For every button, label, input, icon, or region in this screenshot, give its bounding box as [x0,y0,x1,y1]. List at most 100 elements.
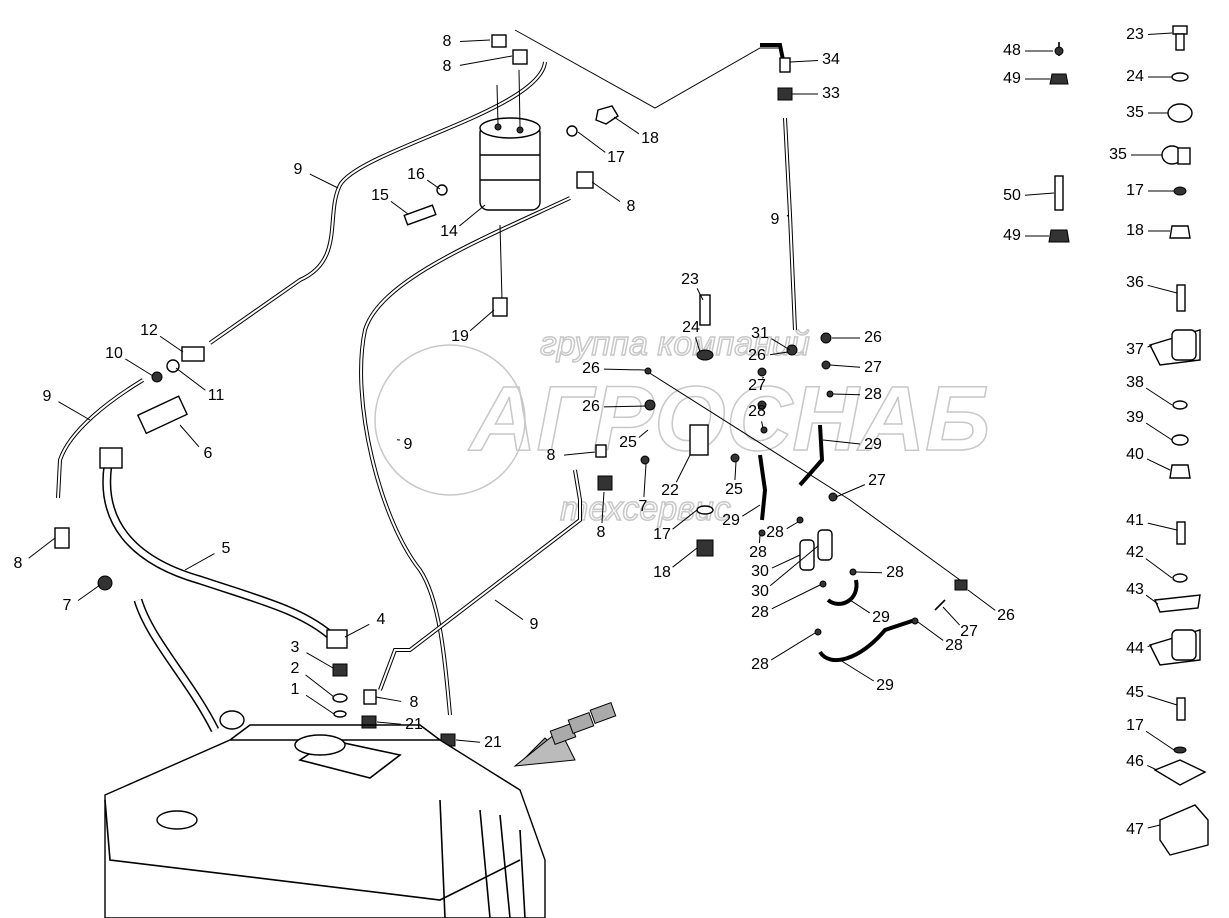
callout-label: 25 [725,481,743,498]
callout-label: 37 [1126,341,1144,358]
callout-label: 34 [822,51,840,68]
callout-label: 26 [582,398,600,415]
direction-arrow [513,702,617,767]
leader-line [58,401,91,421]
leader-line [184,553,215,571]
callout-label: 28 [748,403,766,420]
callout-label: 40 [1126,446,1144,463]
callout-label: 8 [627,198,636,215]
callout-label: 9 [43,388,52,405]
callout-label: 17 [653,526,671,543]
leader-line [829,364,861,368]
leader-line [613,116,640,135]
callout-label: 21 [484,734,502,751]
callout-label: 8 [443,33,452,50]
callout-label: 33 [822,85,840,102]
callout-label: 9 [771,211,780,228]
callout-label: 8 [443,58,452,75]
callout-label: 28 [749,544,767,561]
callout-label: 8 [410,694,419,711]
leader-line [591,181,621,203]
leader-line [459,55,513,66]
leader-line [822,439,861,445]
callout-label: 9 [404,436,413,453]
callout-label: 21 [405,716,423,733]
callout-label: 31 [751,325,769,342]
hardware-column [1048,25,1209,856]
watermark: группа компаний АГРОСНАБ техсервис [374,324,991,529]
leader-line [786,521,799,530]
leader-line [771,554,801,569]
leader-line [855,571,883,574]
callout-label: 29 [864,436,882,453]
callout-label: 49 [1003,70,1021,87]
leader-line [942,606,960,626]
leader-line [494,599,524,621]
leader-line [758,534,761,544]
callout-label: 18 [653,564,671,581]
callout-label: 10 [105,345,123,362]
leader-line [459,39,491,43]
callout-label: 35 [1109,146,1127,163]
callout-label: 9 [530,616,539,633]
leader-line [1147,32,1173,35]
leader-line [1146,458,1171,471]
callout-label: 8 [547,447,556,464]
callout-label: 18 [641,130,659,147]
callout-label: 38 [1126,374,1144,391]
leader-line [771,338,791,351]
leader-line [1145,422,1173,441]
callout-label: 30 [751,583,769,600]
leader-line [839,659,875,682]
callout-label: 36 [1126,274,1144,291]
leader-line [675,454,691,483]
leader-line [1145,594,1159,605]
leader-line [696,288,704,301]
fuel-tank [104,598,546,918]
callout-label: 19 [451,328,469,345]
leader-line [601,491,605,524]
leader-line [771,584,821,610]
callout-label: 30 [751,563,769,580]
callout-label: 11 [208,387,225,404]
leader-line [309,173,339,189]
leader-line [1147,695,1178,706]
watermark-line1: группа компаний [540,325,810,363]
callout-label: 5 [222,540,231,557]
callout-label: 29 [722,512,740,529]
leader-line [179,424,200,448]
leader-line [742,504,761,517]
callout-label: 26 [582,360,600,377]
callout-label: 44 [1126,640,1144,657]
leader-line [849,599,871,614]
callout-label: 7 [63,597,72,614]
leader-line [638,429,649,438]
leader-line [761,421,764,429]
callout-label: 9 [294,161,303,178]
leader-line [125,358,154,377]
leader-line [786,214,789,217]
leader-line [1147,824,1161,829]
callout-label: 48 [1003,42,1021,59]
leader-line [1147,284,1178,294]
callout-label: 1 [291,681,300,698]
callout-label: 27 [960,623,978,640]
leader-line [770,632,816,661]
leader-line [695,337,701,353]
callout-label: 17 [1126,182,1144,199]
watermark-line2: АГРОСНАБ [468,368,990,470]
callout-label: 24 [682,319,700,336]
callout-label: 23 [1126,26,1144,43]
leader-line [577,131,606,153]
callout-label: 27 [748,377,766,394]
watermark-emblem [374,344,526,496]
callout-label: 26 [748,347,766,364]
leader-line [1145,558,1173,579]
callout-label: 17 [607,149,625,166]
leader-line [455,739,481,743]
callout-label: 4 [377,611,386,628]
leader-line [563,451,596,456]
leader-line [643,463,647,498]
